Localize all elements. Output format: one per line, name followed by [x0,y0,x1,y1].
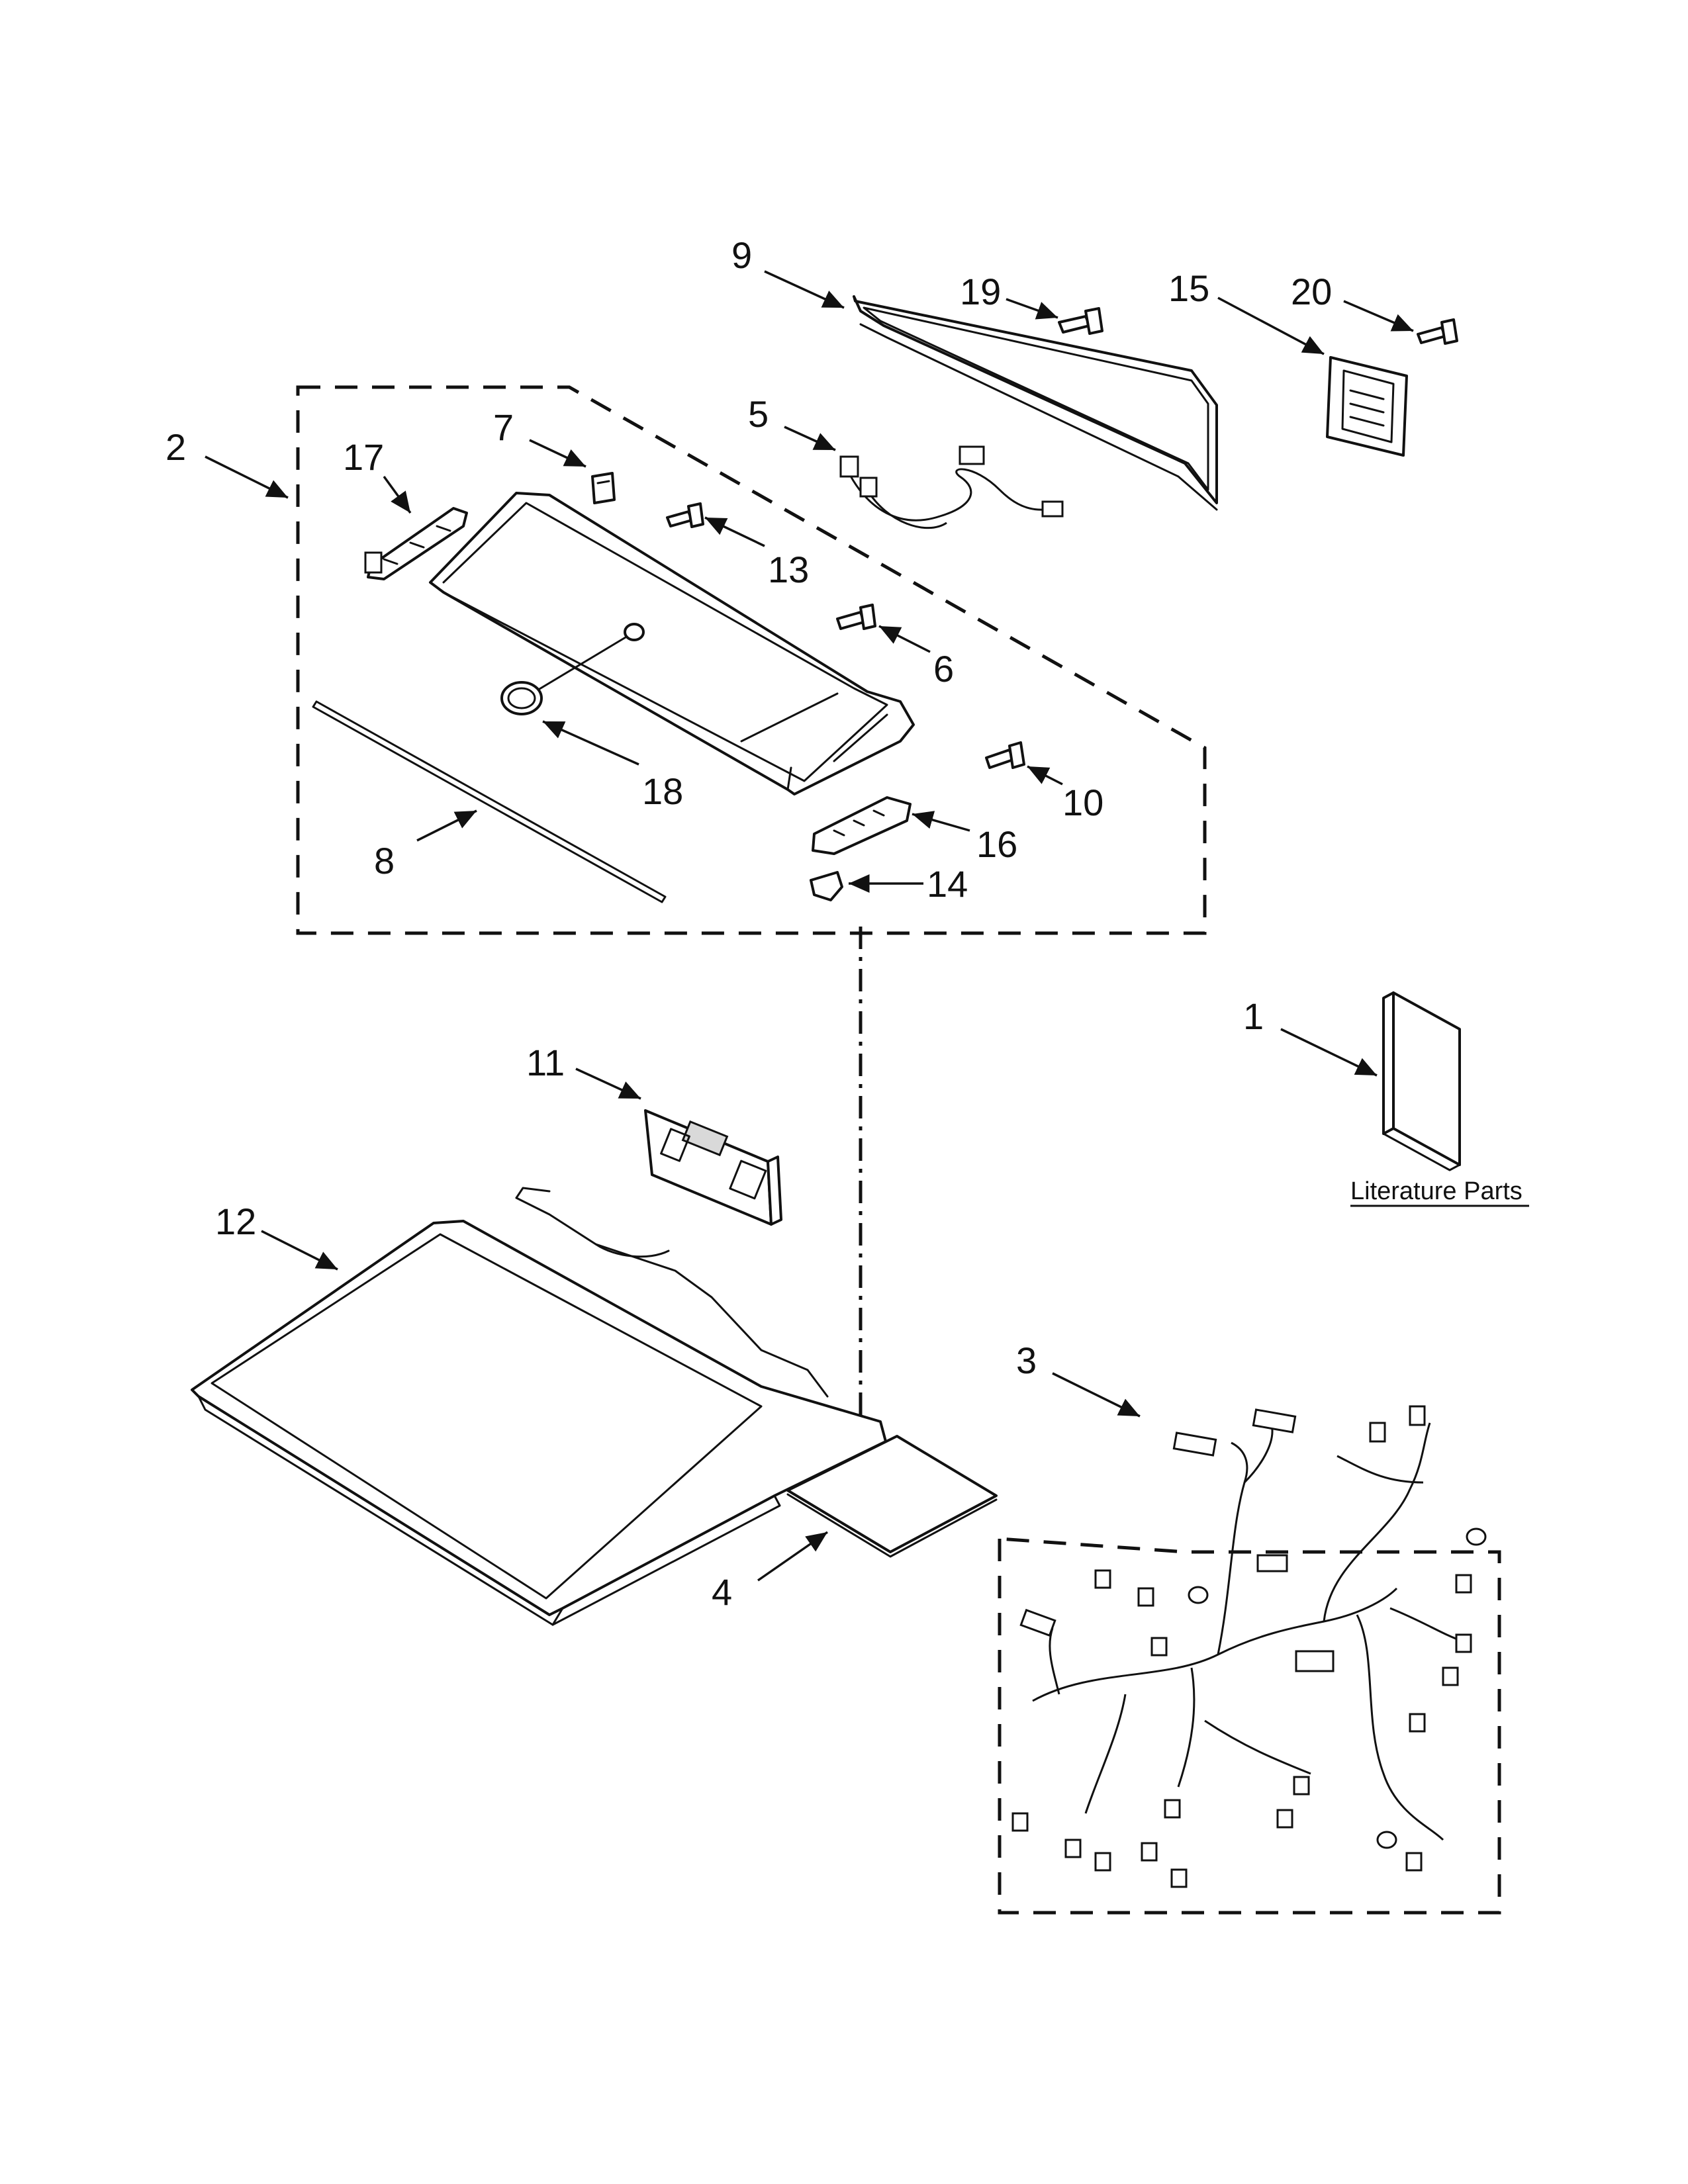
leader-16 [912,811,970,832]
callout-4: 4 [712,1571,732,1613]
callout-17: 17 [343,436,384,478]
leader-9 [764,270,845,309]
callout-7: 7 [493,406,514,448]
leader-15 [1217,296,1325,355]
callout-20: 20 [1291,271,1332,312]
screw-13 [666,502,704,528]
callout-1: 1 [1243,995,1264,1037]
callout-14: 14 [927,863,968,905]
leader-4 [757,1531,828,1582]
leader-5 [784,426,836,451]
callout-15: 15 [1168,267,1209,309]
leader-17 [383,475,412,514]
leader-3 [1052,1372,1141,1418]
leader-11 [575,1068,641,1100]
screw-20 [1417,318,1458,345]
bracket-15 [1326,356,1408,457]
control-board-11 [644,1109,782,1226]
knob-18 [500,623,645,715]
literature-parts-label: Literature Parts [1350,1177,1523,1205]
callout-9: 9 [731,234,752,276]
control-console [429,492,915,796]
console-back-panel [853,295,1218,511]
callout-10: 10 [1062,782,1103,823]
callout-2: 2 [165,426,186,468]
leader-1 [1280,1028,1378,1077]
callout-11: 11 [526,1042,565,1083]
panel-sheet-4 [786,1435,998,1558]
leader-2 [205,455,289,499]
top-panel-12 [191,1187,887,1626]
leader-6 [878,625,931,653]
screw-19 [1058,307,1103,335]
screw-10 [985,741,1025,769]
screw-6 [836,604,876,630]
leader-10 [1027,765,1063,786]
callout-19: 19 [960,271,1001,312]
literature-manual-1 [1382,991,1461,1171]
callout-6: 6 [933,648,954,690]
callout-18: 18 [642,770,683,812]
clip-14 [810,871,843,901]
callout-13: 13 [768,549,809,590]
callout-8: 8 [374,840,395,882]
callout-3: 3 [1016,1340,1037,1381]
leader-lines [205,270,1414,1582]
leader-18 [542,720,639,766]
leader-12 [261,1230,338,1271]
leader-19 [1006,298,1058,320]
callout-12: 12 [215,1201,256,1242]
wire-harness-group-outline [998,1537,1501,1915]
console-assembly-group-outline [296,385,1207,935]
bracket-16 [812,796,912,855]
wire-5 [839,445,1064,529]
callout-5: 5 [748,393,769,435]
clip-7 [591,472,616,504]
leader-7 [529,439,586,468]
rod-8 [312,700,667,903]
leader-8 [416,809,477,842]
wire-harness-3 [1011,1405,1487,1888]
leader-13 [704,516,765,547]
callout-16: 16 [976,823,1017,865]
bracket-17 [364,507,468,580]
leader-20 [1343,300,1414,332]
